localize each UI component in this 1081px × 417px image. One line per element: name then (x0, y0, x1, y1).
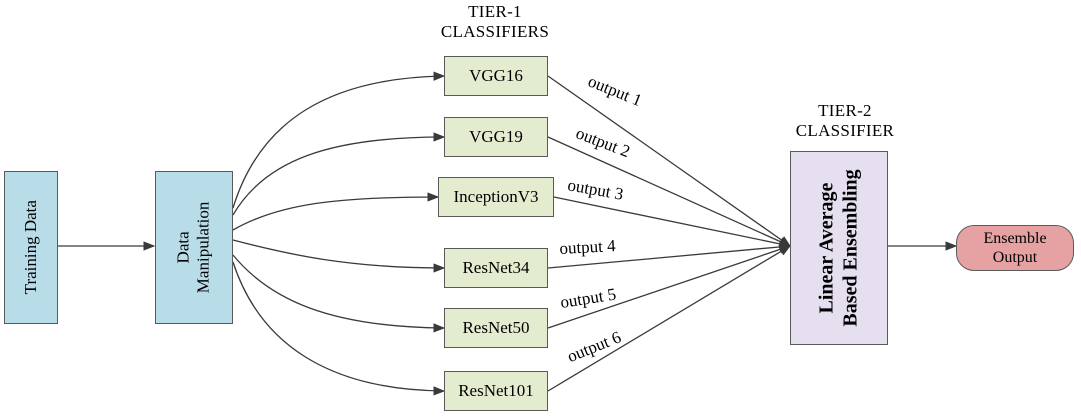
classifier-vgg19-label: VGG19 (469, 127, 523, 146)
arrow-to-resnet101 (232, 261, 446, 396)
arrow-output-4 (547, 242, 792, 269)
classifier-vgg19: VGG19 (444, 117, 548, 157)
arrow-to-resnet50 (232, 254, 446, 333)
tier1-title-line1: TIER-1 (468, 2, 522, 21)
training-data-label: Training Data (20, 200, 40, 295)
tier2-title-line2: CLASSIFIER (795, 121, 895, 140)
classifier-vgg16: VGG16 (444, 56, 548, 96)
arrow-output-2 (547, 136, 792, 247)
ensembler-label: Linear Average Based Ensembling (815, 169, 863, 326)
ensembler-line1: Linear Average (816, 182, 839, 314)
output-4-label: output 4 (558, 236, 617, 259)
classifier-resnet50: ResNet50 (444, 308, 548, 348)
arrow-output-3 (553, 196, 792, 249)
classifier-resnet34-label: ResNet34 (462, 258, 530, 277)
tier1-title: TIER-1 CLASSIFIERS (420, 2, 570, 42)
ensemble-output-line2: Output (992, 249, 1038, 266)
arrow-to-vgg19 (232, 132, 446, 216)
data-manipulation-line2: Manipulation (194, 201, 214, 294)
tier2-title: TIER-2 CLASSIFIER (770, 101, 920, 141)
classifier-resnet50-label: ResNet50 (462, 318, 530, 337)
data-manipulation-box: Data Manipulation (155, 171, 233, 324)
arrow-output-6 (547, 245, 792, 392)
ensembler-line2: Based Ensembling (840, 169, 863, 327)
classifier-resnet101-label: ResNet101 (458, 381, 534, 400)
arrow-output-1 (547, 75, 791, 247)
classifier-inceptionv3: InceptionV3 (438, 177, 554, 217)
data-manipulation-label: Data Manipulation (174, 202, 215, 294)
arrow-to-inceptionv3 (232, 192, 440, 231)
arrow-to-vgg16 (232, 71, 446, 209)
tier1-title-line2: CLASSIFIERS (440, 22, 550, 41)
classifier-resnet34: ResNet34 (444, 248, 548, 288)
classifier-resnet101: ResNet101 (444, 371, 548, 411)
arrow-to-resnet34 (232, 239, 446, 273)
arrow-output-5 (547, 244, 792, 329)
ensemble-output-line1: Ensemble (983, 230, 1047, 247)
ensemble-output-node: Ensemble Output (956, 225, 1074, 271)
tier2-title-line1: TIER-2 (818, 101, 872, 120)
data-manipulation-line1: Data (173, 231, 193, 264)
classifier-vgg16-label: VGG16 (469, 66, 523, 85)
classifier-inceptionv3-label: InceptionV3 (453, 187, 539, 206)
ensembler-box: Linear Average Based Ensembling (790, 151, 888, 345)
training-data-box: Training Data (4, 171, 58, 324)
